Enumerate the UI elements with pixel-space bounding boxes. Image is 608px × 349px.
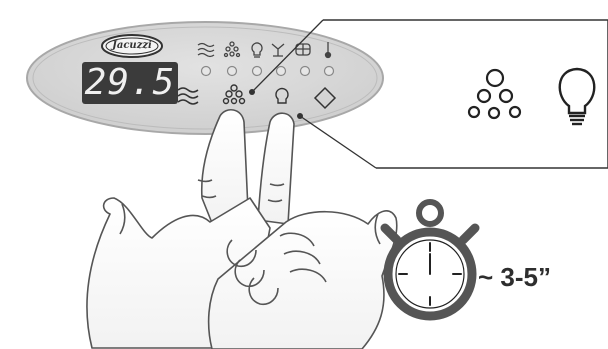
duration-label: ~ 3-5”	[478, 262, 551, 292]
bubbles-icon	[469, 70, 520, 118]
stopwatch-icon	[385, 202, 475, 316]
control-panel	[27, 22, 383, 134]
brand-name: Jacuzzi	[104, 38, 160, 54]
light-bulb-icon	[560, 69, 595, 124]
hands	[87, 110, 397, 349]
temperature-readout: 29.5	[84, 63, 176, 103]
